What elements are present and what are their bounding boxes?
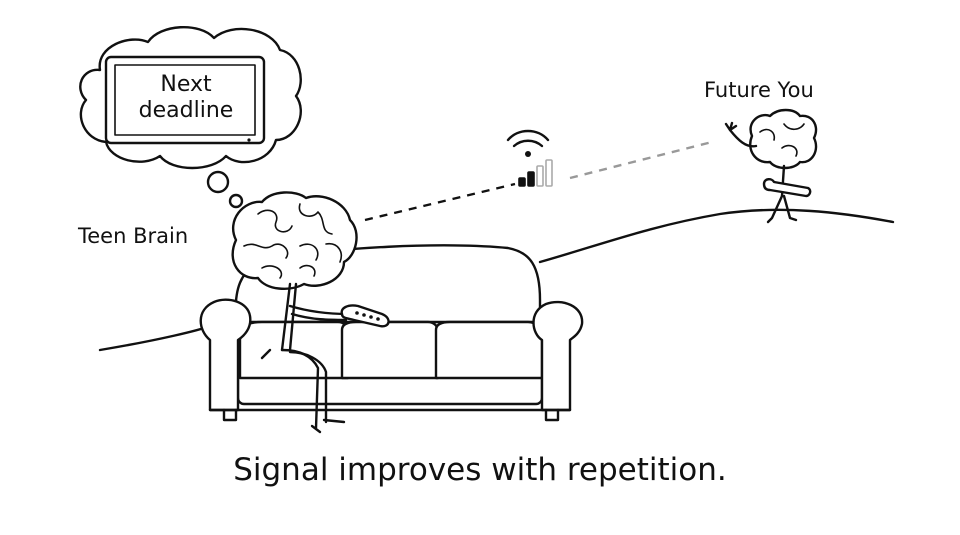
remote-control (340, 304, 390, 328)
signal-bars (518, 159, 553, 187)
teen-torso (280, 282, 292, 352)
future-leg-right (782, 194, 798, 222)
signal-bar-empty (545, 159, 553, 187)
tv-line-2: deadline (138, 98, 234, 123)
wifi-icon (506, 129, 550, 157)
tv-power-light (247, 138, 251, 142)
future-brain-head (749, 108, 818, 170)
sofa-cushion-middle (340, 320, 440, 380)
sofa-leg-left (222, 408, 238, 422)
future-leg-left (766, 194, 784, 224)
thought-dot-small (228, 193, 244, 209)
tv-deadline-text: Next deadline (112, 72, 260, 124)
signal-line-near (364, 182, 516, 222)
future-you-character (724, 108, 818, 224)
sofa-arm-left (199, 298, 252, 412)
future-you-label: Future You (704, 78, 814, 102)
tv-screen (114, 64, 256, 136)
teen-feet (310, 418, 346, 434)
signal-bar-filled (518, 177, 526, 187)
sofa-cushion-right (434, 320, 544, 380)
signal-bar-empty (536, 165, 544, 187)
teen-brain-character (231, 191, 358, 434)
tv-line-1: Next (160, 72, 212, 97)
caption: Signal improves with repetition. (233, 452, 727, 488)
sofa-leg-right (544, 408, 560, 422)
tv-frame (104, 55, 266, 145)
teen-brain-label: Teen Brain (78, 224, 189, 248)
scroll (762, 178, 812, 198)
teen-brain-head (231, 191, 358, 290)
signal-line-far (569, 140, 713, 180)
sofa-arm-right (532, 300, 584, 412)
thought-dot-large (206, 170, 230, 194)
signal-bar-filled (527, 171, 535, 187)
future-waving-arm (728, 128, 758, 148)
